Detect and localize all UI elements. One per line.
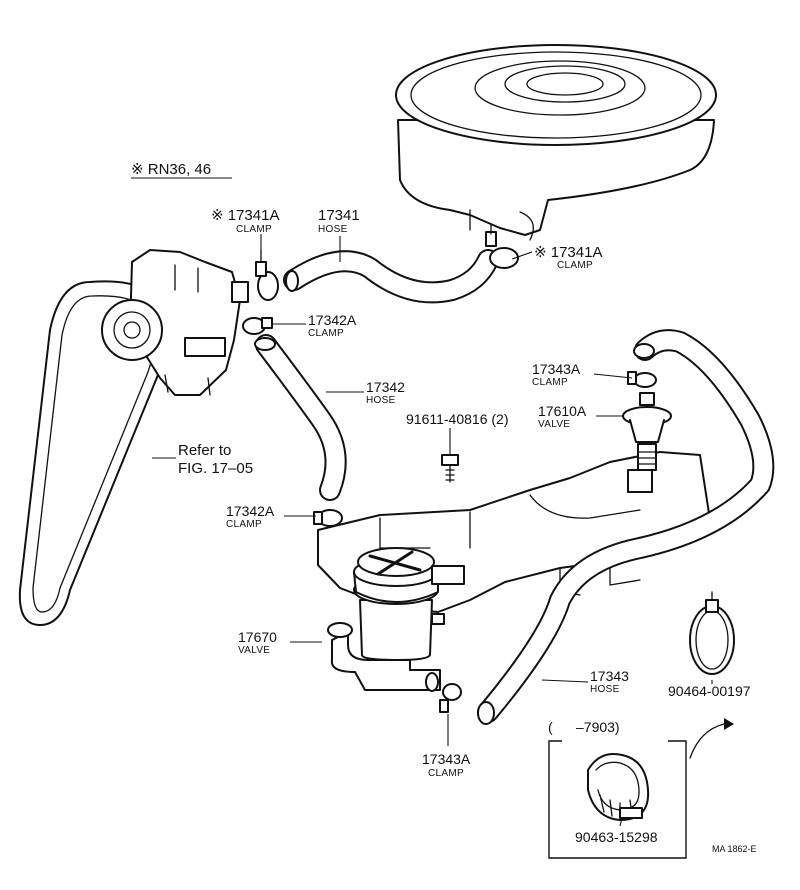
- label-17342a-upper-desc: CLAMP: [308, 328, 344, 339]
- label-17670: 17670: [238, 629, 277, 645]
- labels: ※ RN36, 46 ※ 17341A CLAMP 17341 HOSE ※ 1…: [131, 161, 757, 854]
- label-17341a-right-desc: CLAMP: [557, 260, 593, 271]
- label-17342-desc: HOSE: [366, 395, 396, 406]
- clamp-17342a-upper: [242, 317, 273, 335]
- label-17342a-upper: 17342A: [308, 312, 357, 328]
- label-17342a-lower: 17342A: [226, 503, 275, 519]
- label-17341: 17341: [318, 207, 360, 224]
- clamp-17341a-left: [255, 249, 279, 301]
- inset-box: [548, 718, 734, 859]
- hose-17341: [283, 249, 499, 304]
- label-91611: 91611-40816 (2): [406, 411, 508, 427]
- label-17341-desc: HOSE: [318, 224, 348, 235]
- label-refer-line2: FIG. 17–05: [178, 460, 253, 477]
- leader-lines: [152, 234, 713, 827]
- air-pump: [101, 249, 249, 396]
- variant-note: ※ RN36, 46: [131, 161, 211, 178]
- valve-17670: [327, 547, 465, 692]
- label-range-note: ( –7903): [548, 719, 620, 735]
- valve-17610a: [622, 392, 672, 471]
- air-cleaner: [395, 44, 717, 241]
- label-17342: 17342: [366, 379, 405, 395]
- label-17341a-right: ※ 17341A: [534, 244, 602, 261]
- clamp-17341a-right: [485, 223, 519, 269]
- clamp-17343a-upper: [627, 371, 657, 388]
- label-90464: 90464-00197: [668, 683, 751, 699]
- label-90463: 90463-15298: [575, 829, 658, 845]
- label-refer-line1: Refer to: [178, 442, 231, 459]
- bolt-91611: [441, 454, 459, 483]
- label-17343a-lower-desc: CLAMP: [428, 768, 464, 779]
- clamp-90464: [689, 591, 735, 675]
- label-17610a: 17610A: [538, 403, 587, 419]
- clamp-17343a-lower: [439, 683, 462, 713]
- label-17343a-upper-desc: CLAMP: [532, 377, 568, 388]
- label-17343: 17343: [590, 668, 629, 684]
- hose-17343: [477, 329, 775, 725]
- label-17343a-lower: 17343A: [422, 751, 471, 767]
- label-17670-desc: VALVE: [238, 645, 270, 656]
- hose-17342: [254, 334, 347, 501]
- figure-code: MA 1862-E: [712, 844, 757, 854]
- label-17610a-desc: VALVE: [538, 419, 570, 430]
- label-17343-desc: HOSE: [590, 684, 620, 695]
- label-17341a-left: ※ 17341A: [211, 207, 279, 224]
- clamp-17342a-lower: [313, 509, 343, 527]
- label-17341a-left-desc: CLAMP: [236, 224, 272, 235]
- label-17343a-upper: 17343A: [532, 361, 581, 377]
- label-17342a-lower-desc: CLAMP: [226, 519, 262, 530]
